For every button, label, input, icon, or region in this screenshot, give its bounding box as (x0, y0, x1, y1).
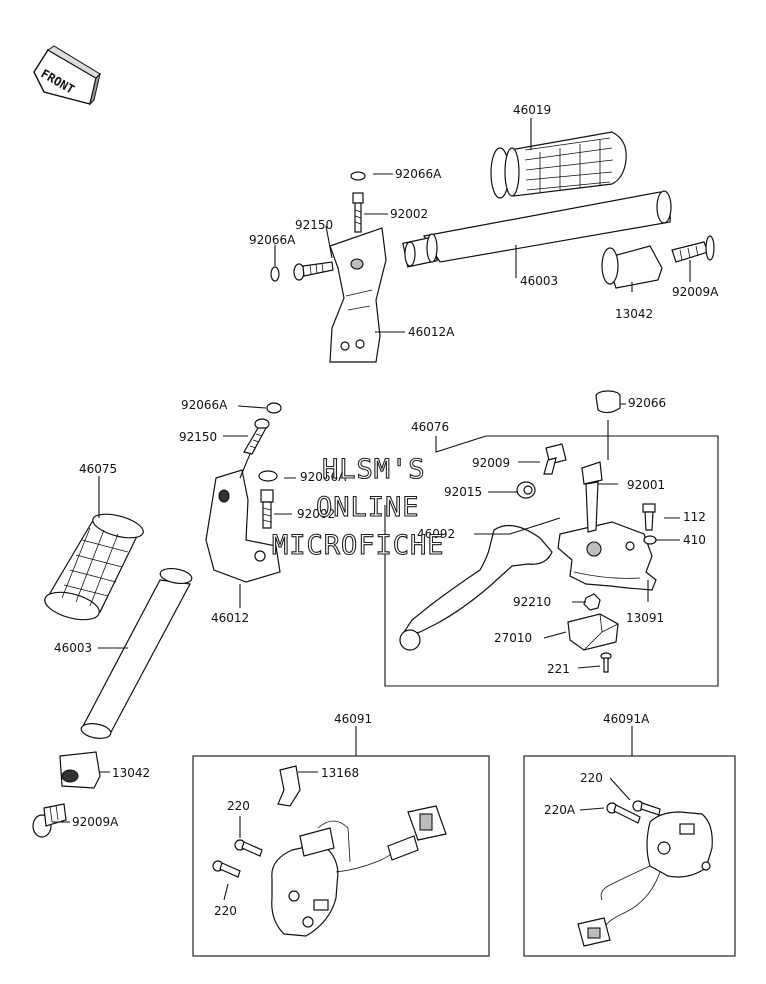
label-46019: 46019 (513, 103, 551, 117)
label-46003-2: 46003 (54, 641, 92, 655)
leader-lines-right-switch (579, 726, 633, 811)
throttle-grip-upper (490, 131, 627, 199)
leader-lines-upper (274, 118, 691, 333)
label-92009a-1: 92009A (672, 285, 719, 299)
label-92150-1: 92150 (295, 218, 333, 232)
watermark-line-1: HLSM'S (322, 454, 426, 485)
label-92002-1: 92002 (390, 207, 428, 221)
label-46003-1: 46003 (520, 274, 558, 288)
label-221: 221 (547, 662, 570, 676)
label-46012a: 46012A (408, 325, 455, 339)
lever-holder-upper (329, 227, 387, 363)
watermark-line-2: ONLINE (316, 492, 420, 523)
label-410: 410 (683, 533, 706, 547)
label-46091: 46091 (334, 712, 372, 726)
label-13091: 13091 (626, 611, 664, 625)
label-92210: 92210 (513, 595, 551, 609)
screw-92150-mid (243, 418, 270, 455)
label-13042-2: 13042 (112, 766, 150, 780)
label-92009: 92009 (472, 456, 510, 470)
label-92015: 92015 (444, 485, 482, 499)
label-92150-2: 92150 (179, 430, 217, 444)
handlebar-tube-left (80, 567, 193, 739)
bar-end-plug-upper (671, 235, 715, 263)
label-92001: 92001 (627, 478, 665, 492)
label-220-2: 220 (227, 799, 250, 813)
switch-27010 (567, 613, 619, 651)
frame-right-switch (523, 755, 736, 957)
washer-92066a-left (270, 266, 280, 282)
screw-220a-right (606, 802, 641, 824)
clamp-13168 (277, 765, 301, 807)
frame-left-switch (192, 755, 490, 957)
grip-left (44, 513, 144, 621)
label-92066: 92066 (628, 396, 666, 410)
switch-housing-right (577, 811, 713, 947)
screw-92002-mid (260, 489, 274, 529)
bar-end-plug-left (32, 803, 67, 838)
screw-112 (642, 503, 656, 531)
nut-92210 (583, 593, 601, 611)
leader-lines-left-switch (223, 726, 357, 901)
cap-92066 (595, 390, 621, 414)
screw-220-a (234, 839, 263, 857)
clutch-lever (399, 524, 553, 651)
bolt-92009 (543, 443, 567, 475)
label-46076: 46076 (411, 420, 449, 434)
label-46012: 46012 (211, 611, 249, 625)
label-92066a-3: 92066A (181, 398, 228, 412)
label-13042-1: 13042 (615, 307, 653, 321)
screw-92002-upper (352, 192, 364, 233)
washer-410 (643, 535, 657, 545)
label-220-1: 220 (580, 771, 603, 785)
watermark-line-3: MICROFICHE (272, 530, 445, 561)
label-220-3: 220 (214, 904, 237, 918)
label-27010: 27010 (494, 631, 532, 645)
lever-bracket-13091 (557, 521, 657, 591)
screw-221 (600, 652, 612, 673)
nut-92015 (516, 481, 536, 499)
label-92066a-2: 92066A (249, 233, 296, 247)
label-92002-2: 92002 (297, 507, 335, 521)
label-92066a-1: 92066A (395, 167, 442, 181)
switch-housing-left (271, 805, 447, 937)
label-92009a-2: 92009A (72, 815, 119, 829)
leader-lines-lever (435, 403, 680, 669)
washer-92066a-mid (266, 402, 282, 414)
collar-upper (601, 245, 663, 289)
screw-220-b (212, 860, 241, 878)
throttle-tube-upper (402, 190, 672, 268)
frame-lever-assembly (384, 435, 719, 687)
label-92066a-4: 92066A (300, 470, 347, 484)
label-46091a: 46091A (603, 712, 650, 726)
label-46075: 46075 (79, 462, 117, 476)
lever-holder-left (205, 469, 281, 583)
collar-left (59, 751, 101, 789)
screw-92150-upper (293, 261, 334, 281)
washer-92066a-mid2 (258, 470, 278, 482)
front-arrow-icon: FRONT (33, 45, 101, 106)
label-46092: 46092 (417, 527, 455, 541)
label-13168: 13168 (321, 766, 359, 780)
washer-92066a-upper (350, 171, 366, 181)
label-220a: 220A (544, 803, 576, 817)
leader-lines-mid-left (52, 405, 296, 823)
label-112: 112 (683, 510, 706, 524)
bolt-92001 (581, 461, 603, 533)
screw-220-right (632, 800, 661, 816)
